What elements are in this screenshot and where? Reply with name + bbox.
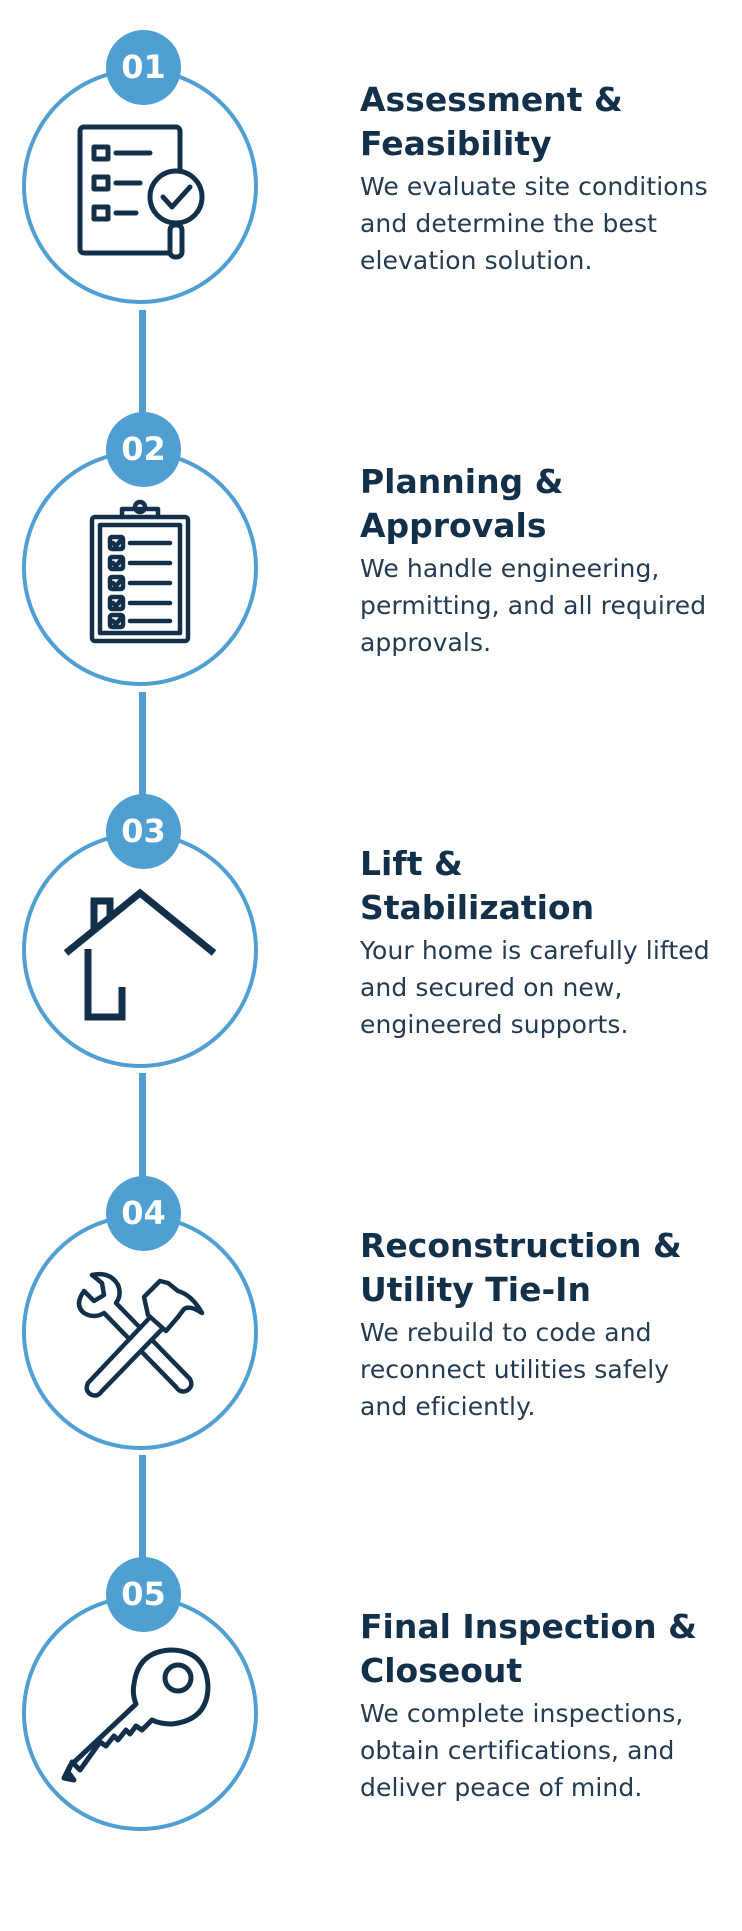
connector-line: [139, 310, 146, 424]
step-description: We evaluate site conditions and determin…: [360, 168, 730, 279]
checklist-magnifier-icon: [60, 115, 220, 275]
step-description-line: engineered supports.: [360, 1010, 629, 1039]
step-description-line: We complete inspections,: [360, 1699, 684, 1728]
step-description: We complete inspections, obtain certific…: [360, 1695, 730, 1806]
step-description-line: and determine the best: [360, 209, 657, 238]
step-description-line: obtain certifications, and: [360, 1736, 675, 1765]
step-number-badge: 01: [106, 30, 181, 105]
step-text: Planning & Approvals We handle engineeri…: [360, 460, 730, 661]
step-text: Lift & Stabilization Your home is carefu…: [360, 842, 730, 1043]
step-number-badge: 02: [106, 412, 181, 487]
step-title: Lift & Stabilization: [360, 842, 730, 930]
step-description-line: Your home is carefully lifted: [360, 936, 710, 965]
step-title: Planning & Approvals: [360, 460, 730, 548]
step-3: 03 Lift & Stabilization Your home is car…: [0, 794, 742, 1114]
step-title: Reconstruction & Utility Tie-In: [360, 1224, 730, 1312]
step-description-line: and eficiently.: [360, 1392, 536, 1421]
connector-line: [139, 1073, 146, 1187]
step-description-line: reconnect utilities safely: [360, 1355, 670, 1384]
step-circle: [22, 450, 258, 686]
step-number-badge: 04: [106, 1176, 181, 1251]
step-title-line: Final Inspection &: [360, 1607, 697, 1646]
connector-line: [139, 692, 146, 806]
step-description: We rebuild to code and reconnect utiliti…: [360, 1314, 730, 1425]
step-title-line: Lift &: [360, 844, 463, 883]
step-description-line: permitting, and all required: [360, 591, 707, 620]
step-description: Your home is carefully lifted and secure…: [360, 932, 730, 1043]
step-title-line: Approvals: [360, 506, 547, 545]
step-title: Final Inspection & Closeout: [360, 1605, 730, 1693]
wrench-hammer-icon: [60, 1261, 220, 1421]
step-2: 02 Planning & Approvals: [0, 412, 742, 732]
step-title-line: Feasibility: [360, 124, 552, 163]
step-description-line: elevation solution.: [360, 246, 593, 275]
step-1: 01 Assessment & Feasibility We evaluate …: [0, 30, 742, 350]
step-circle: [22, 1595, 258, 1831]
step-4: 04 Reconstruction & Utility Tie-In We re…: [0, 1176, 742, 1496]
step-description: We handle engineering, permitting, and a…: [360, 550, 730, 661]
step-circle: [22, 832, 258, 1068]
clipboard-checklist-icon: [60, 497, 220, 657]
step-text: Final Inspection & Closeout We complete …: [360, 1605, 730, 1806]
step-description-line: We evaluate site conditions: [360, 172, 708, 201]
step-description-line: deliver peace of mind.: [360, 1773, 643, 1802]
step-title: Assessment & Feasibility: [360, 78, 730, 166]
step-description-line: and secured on new,: [360, 973, 623, 1002]
key-icon: [60, 1642, 220, 1802]
step-title-line: Utility Tie-In: [360, 1270, 591, 1309]
house-icon: [60, 879, 220, 1039]
step-title-line: Reconstruction &: [360, 1226, 682, 1265]
step-text: Assessment & Feasibility We evaluate sit…: [360, 78, 730, 279]
step-title-line: Closeout: [360, 1651, 523, 1690]
step-description-line: We rebuild to code and: [360, 1318, 652, 1347]
step-title-line: Assessment &: [360, 80, 623, 119]
step-number-badge: 05: [106, 1557, 181, 1632]
connector-line: [139, 1455, 146, 1569]
step-title-line: Stabilization: [360, 888, 595, 927]
step-5: 05 Final Inspection & Closeout We comple…: [0, 1557, 742, 1877]
step-description-line: approvals.: [360, 628, 492, 657]
step-description-line: We handle engineering,: [360, 554, 660, 583]
step-number-badge: 03: [106, 794, 181, 869]
step-text: Reconstruction & Utility Tie-In We rebui…: [360, 1224, 730, 1425]
step-title-line: Planning &: [360, 462, 564, 501]
